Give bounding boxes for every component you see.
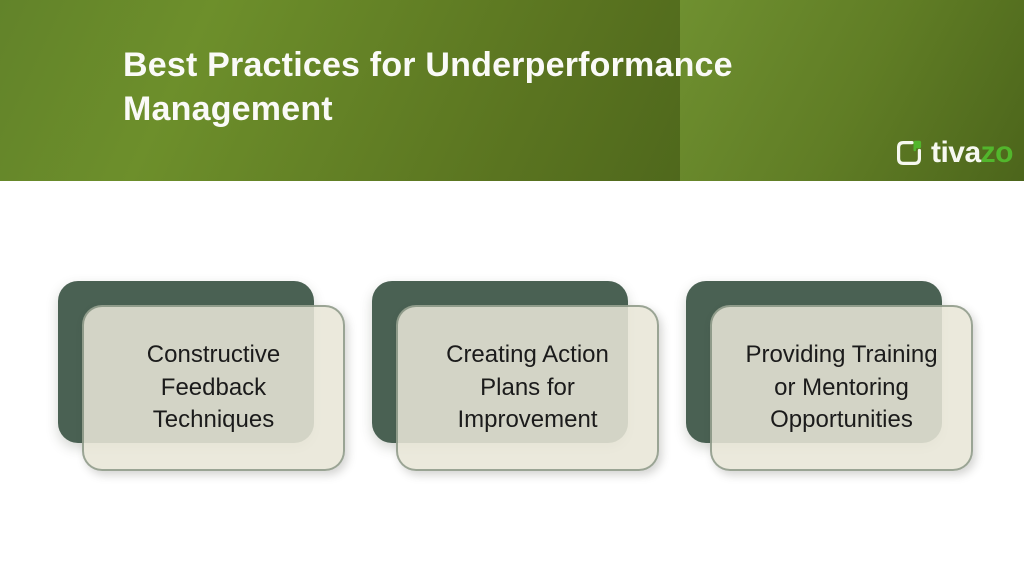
card-constructive-feedback: Constructive Feedback Techniques: [58, 281, 345, 471]
card-front-shape: Creating Action Plans for Improvement: [396, 305, 659, 471]
brand-name: tivazo: [930, 136, 1014, 169]
header-banner: Best Practices for Underperformance Mana…: [0, 0, 1024, 181]
card-training-mentoring: Providing Training or Mentoring Opportun…: [686, 281, 973, 471]
brand-logo: tivazo: [894, 136, 1014, 169]
card-front-shape: Providing Training or Mentoring Opportun…: [710, 305, 973, 471]
card-label: Providing Training or Mentoring Opportun…: [745, 341, 938, 434]
header-gradient-left: [0, 0, 680, 181]
card-label: Constructive Feedback Techniques: [146, 341, 281, 434]
brand-name-accent: zo: [980, 136, 1014, 169]
cards-row: Constructive Feedback Techniques Creatin…: [58, 281, 973, 471]
page-title: Best Practices for Underperformance Mana…: [123, 46, 733, 128]
tivazo-mark-icon: [896, 140, 922, 165]
header-gradient-right: [680, 0, 1024, 181]
brand-name-primary: tiva: [930, 136, 981, 169]
card-label: Creating Action Plans for Improvement: [446, 341, 609, 434]
card-action-plans: Creating Action Plans for Improvement: [372, 281, 659, 471]
card-front-shape: Constructive Feedback Techniques: [82, 305, 345, 471]
